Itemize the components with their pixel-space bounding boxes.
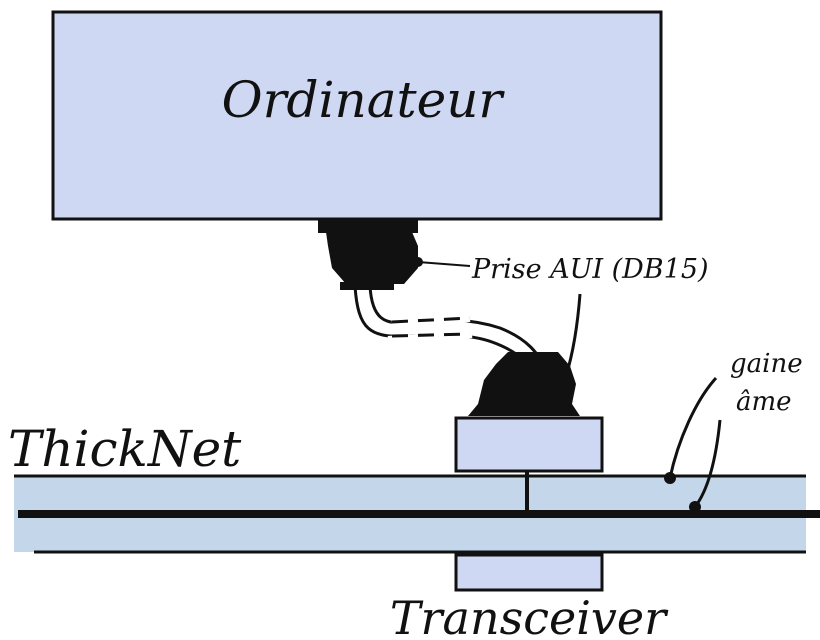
aui-port-label: Prise AUI (DB15) [471, 254, 709, 285]
transceiver-bottom-block [454, 553, 604, 592]
sheath-label: gaine [730, 349, 803, 379]
computer-aui-connector [318, 219, 418, 290]
cable-name-label: ThickNet [8, 420, 242, 478]
sheath-core-pointers [664, 376, 722, 513]
computer-label: Ordinateur [222, 71, 506, 129]
transceiver-label: Transceiver [390, 591, 669, 640]
transceiver-aui-connector [468, 352, 580, 416]
computer-box [51, 10, 663, 221]
core-label: âme [736, 387, 792, 417]
transceiver-top-block [454, 416, 604, 473]
thicknet-cable [14, 474, 820, 554]
aui-label-pointer [413, 257, 582, 384]
